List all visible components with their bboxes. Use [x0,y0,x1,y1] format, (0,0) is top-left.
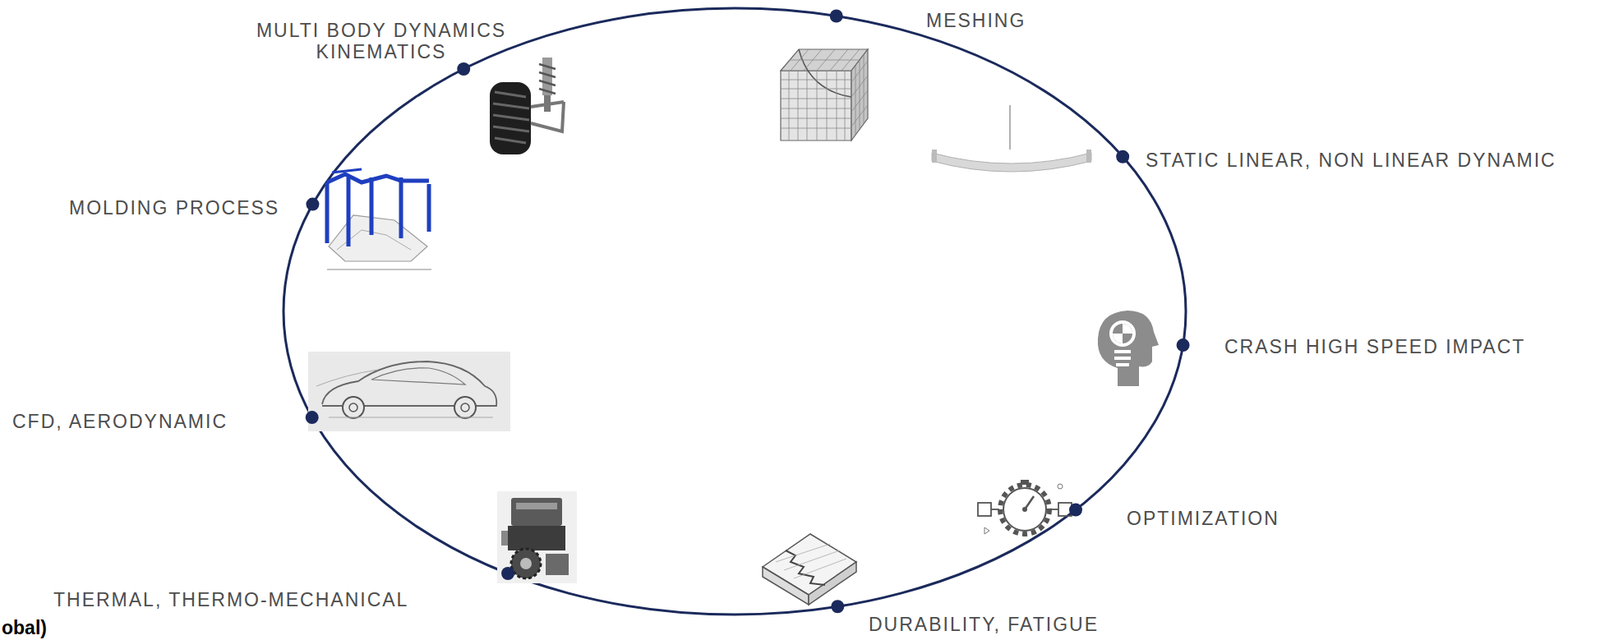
optimization-gauge-icon-part [1000,484,1050,535]
cycle-dot [1115,150,1130,164]
stage-label: DURABILITY, FATIGUE [868,613,1099,636]
stage-label: OPTIMIZATION [1126,507,1280,530]
car-sketch-icon [308,351,511,432]
cycle-dot [1176,338,1190,352]
stage-label: CFD, AERODYNAMIC [12,410,228,433]
engine-icon-part [507,525,566,551]
optimization-gauge-icon-part [1020,479,1029,485]
beam-icon-part [931,149,937,163]
cycle-dot [501,567,515,581]
molding-frame-icon [327,169,432,270]
molding-frame-icon-part [331,169,362,173]
beam-icon-part [1086,149,1092,163]
crash-head-icon-part [1112,323,1133,344]
beam-icon-part [1009,105,1011,150]
suspension-wheel-icon-part [489,82,531,155]
crash-head-icon-part [1112,323,1133,344]
car-sketch-icon-part [461,403,470,412]
molding-frame-icon-part [327,174,429,183]
engine-icon [497,491,577,584]
crash-head-icon-part [1097,310,1159,387]
optimization-gauge-icon [977,479,1072,535]
mesh-cube-icon-part [788,70,845,141]
car-sketch-icon-part [454,396,476,419]
cycle-dot [829,9,844,23]
engine-icon-part [511,548,541,579]
suspension-wheel-icon-part [544,95,551,112]
engine-icon-part [545,553,569,576]
cycle-ellipse [283,8,1186,615]
fatigue-crack-icon-part [762,567,809,605]
optimization-gauge-icon-part [1022,507,1028,512]
stage-label: MOLDING PROCESS [69,197,280,219]
mesh-cube-icon-part [780,79,852,129]
stage-label: MULTI BODY DYNAMICS KINEMATICS [241,19,522,63]
mesh-cube-icon-part [789,49,860,71]
stage-label: STATIC LINEAR, NON LINEAR DYNAMIC [1145,149,1557,171]
crash-head-icon-part [1114,350,1131,354]
engine-icon-part [511,497,563,526]
cycle-dot [830,599,844,614]
stage-label: THERMAL, THERMO-MECHANICAL [53,589,409,611]
engine-icon-part [516,502,558,510]
mesh-cube-icon-part [851,49,868,141]
engine-icon-part [497,491,577,584]
crash-head-icon-part [1115,363,1130,367]
molding-frame-icon-part [327,269,432,271]
cycle-dot [456,62,471,76]
mesh-cube-icon-part [851,54,868,135]
suspension-wheel-icon [489,57,564,155]
suspension-wheel-icon-part [493,92,530,143]
car-sketch-icon-part [308,351,511,432]
engine-icon-part [520,557,532,570]
optimization-gauge-icon-part [1003,488,1047,531]
optimization-gauge-icon-part [1057,484,1063,489]
cycle-dot [1069,503,1083,517]
crash-head-icon-part [1109,320,1136,347]
molding-frame-icon-part [327,177,429,247]
car-sketch-icon-part [342,396,365,419]
stage-label: CRASH HIGH SPEED IMPACT [1224,336,1526,358]
fatigue-crack-icon-part [775,544,847,579]
mesh-cube-icon [780,49,868,141]
suspension-wheel-icon-part [539,64,556,94]
fatigue-crack-icon [762,534,857,605]
cycle-dot [305,198,319,212]
car-sketch-icon-part [349,403,358,412]
car-sketch-icon-part [371,368,466,385]
optimization-gauge-icon-part [984,527,990,535]
stage-label: MESHING [926,9,1026,32]
cycle-dot [305,410,319,425]
crash-head-icon [1097,310,1159,387]
crash-head-icon-part [1114,356,1131,360]
car-sketch-icon-part [316,369,494,418]
molding-frame-icon-part [328,215,428,262]
cut-heading-text: obal) [1,617,47,639]
optimization-gauge-icon-part [977,502,992,517]
beam-icon-part [931,152,1092,172]
engine-icon-part [501,530,508,546]
beam-icon [931,105,1092,172]
